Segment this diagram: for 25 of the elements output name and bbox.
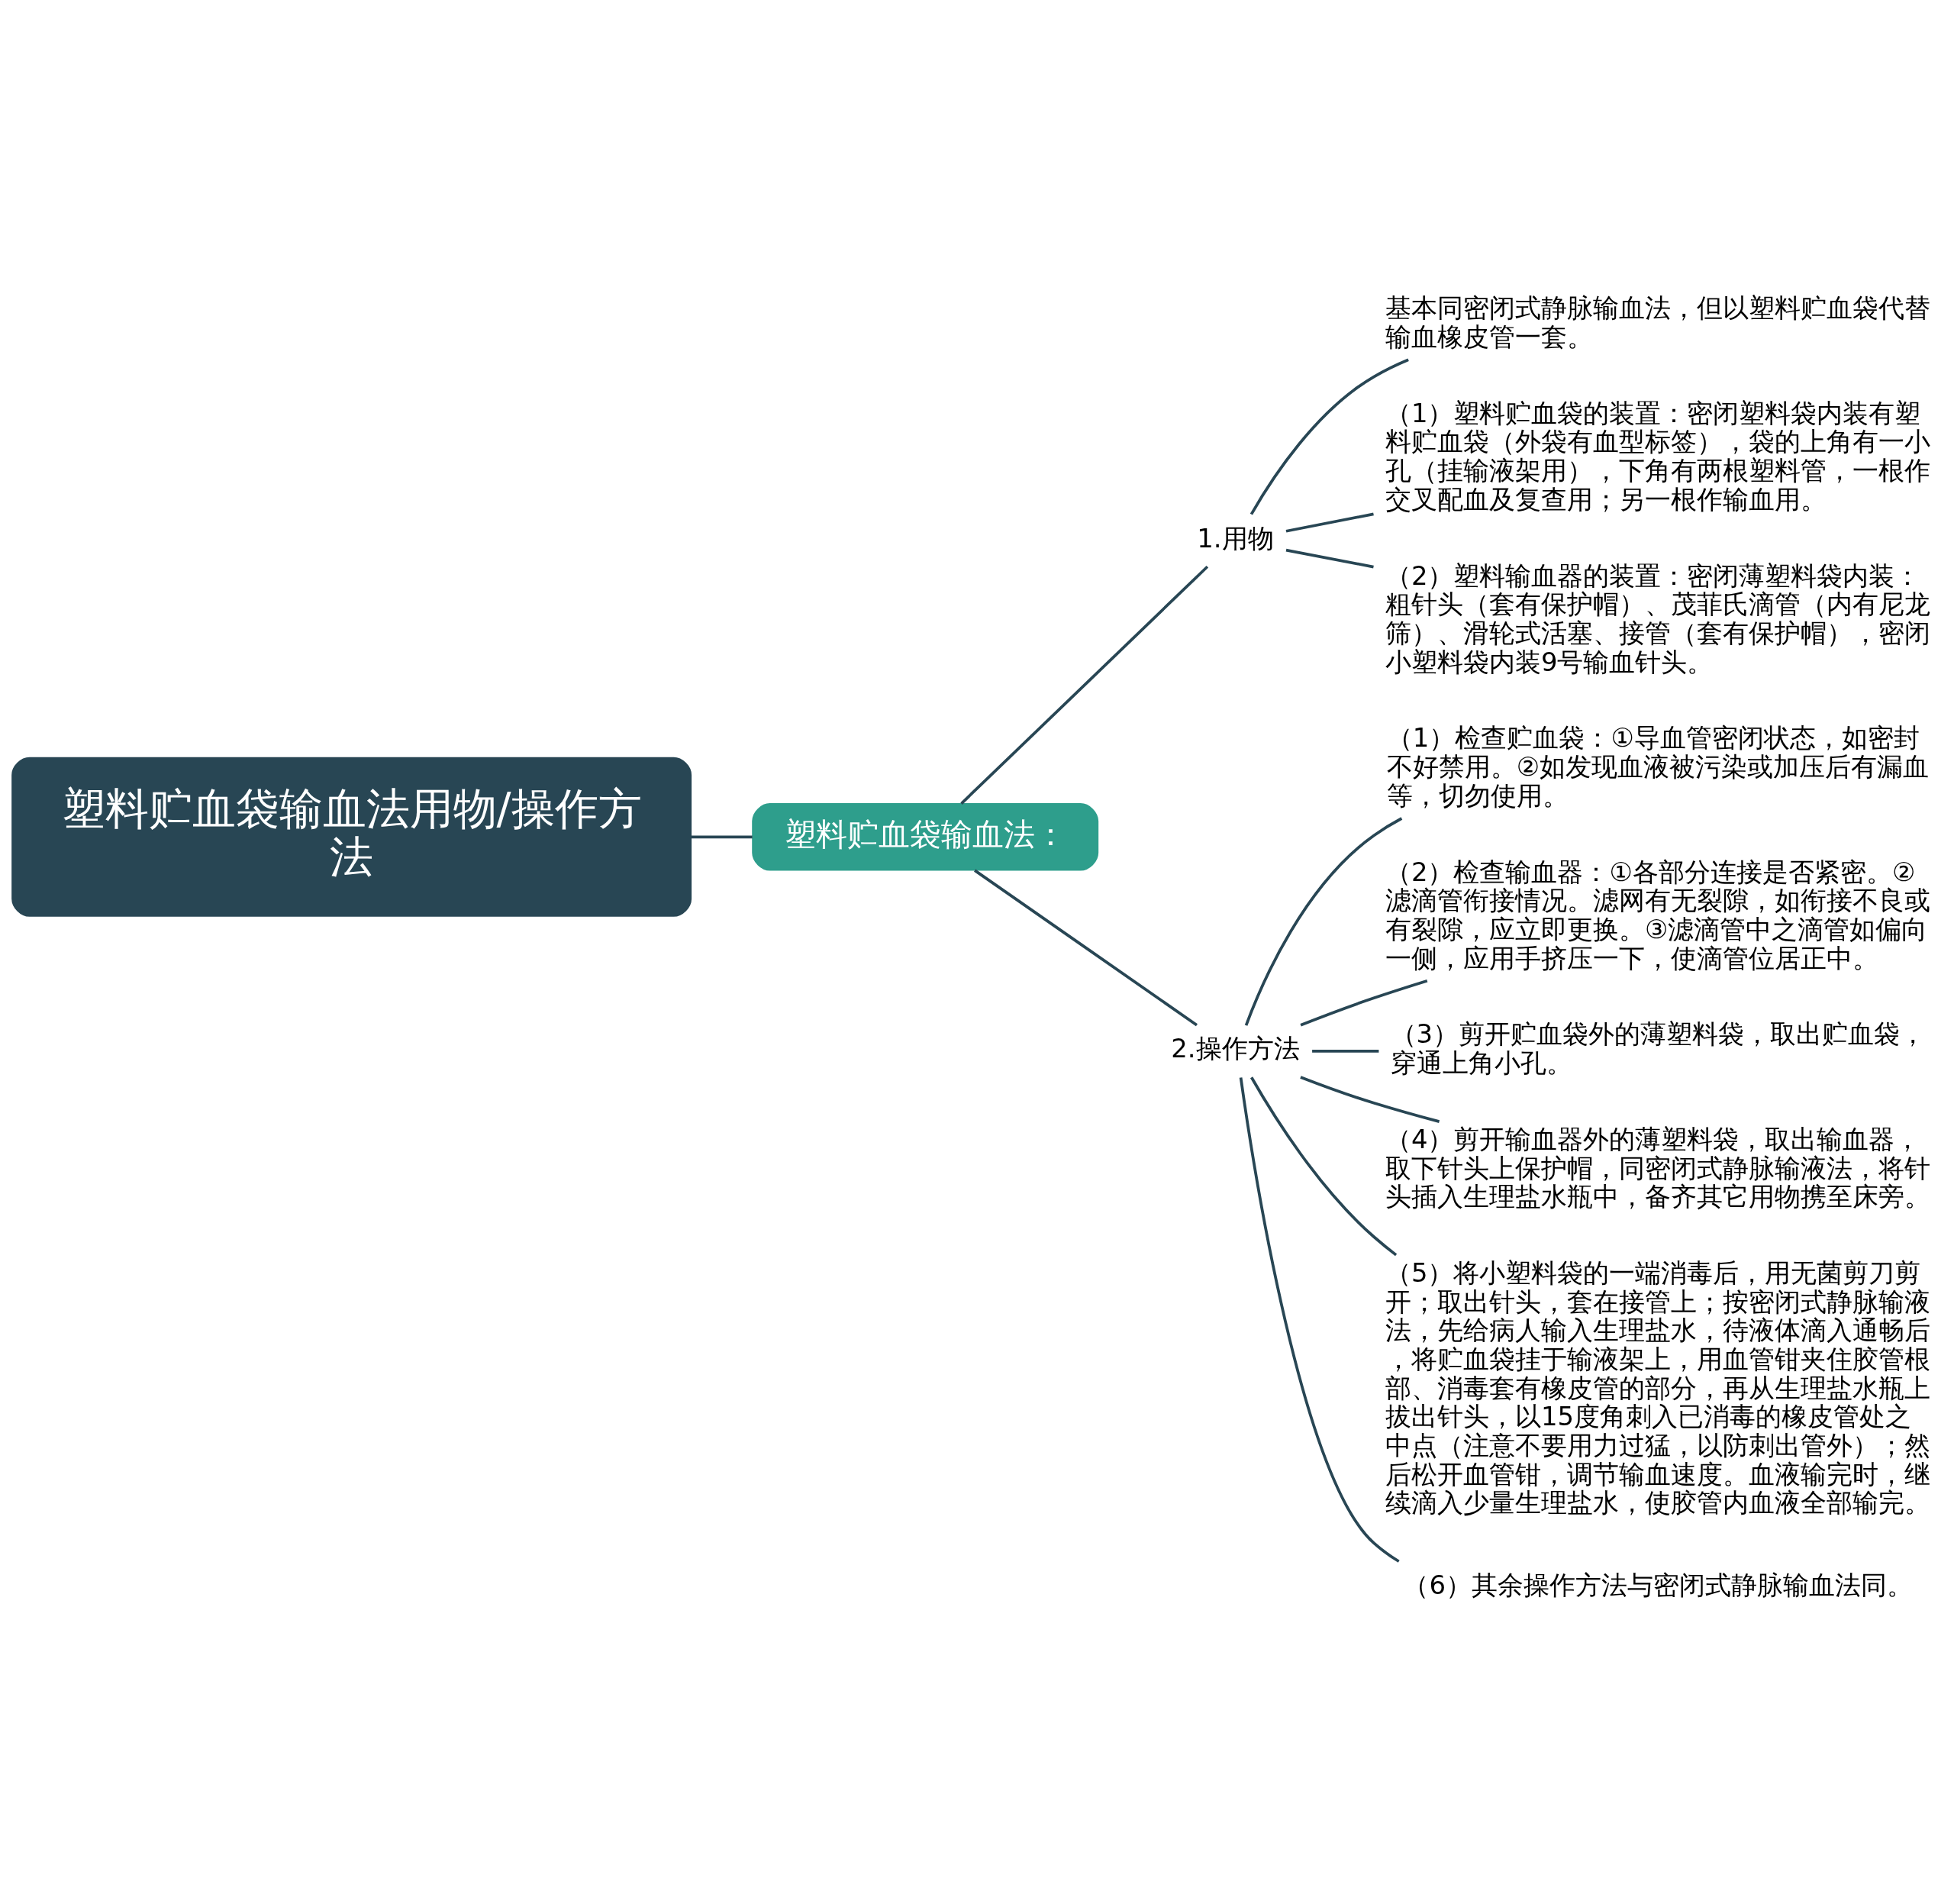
connector [1249, 358, 1409, 515]
node-box: 塑料贮血袋输血法： [752, 803, 1099, 871]
connector [974, 869, 1198, 1027]
connector [960, 565, 1209, 805]
connector [1312, 1050, 1379, 1053]
node-text: 2.操作方法 [1171, 1034, 1300, 1064]
connector [691, 835, 753, 839]
node-text: （5）将小塑料袋的一端消毒后，用无菌剪刀剪开；取出针头，套在接管上；按密闭式静脉输液法，先给病人输入生理盐水，待液体滴入通畅后，将贮血袋挂于输液架上，用血管钳夹住胶管根部、消毒套有橡皮管的部分，再从生理盐水瓶上拔出针头，以15度角刺入已消毒的橡皮管处之中点（注意不要用力过猛，以防刺出管外）；然后松开血管钳，调节输血速度。血液输完时，继续滴入少量生理盐水，使胶管内血液全部输完。 [1385, 1258, 1930, 1518]
node-text: （1）检查贮血袋：①导血管密闭状态，如密封不好禁用。②如发现血液被污染或加压后有漏血等，切勿使用。 [1386, 723, 1930, 811]
node-text: （1）塑料贮血袋的装置：密闭塑料袋内装有塑料贮血袋（外袋有血型标签），袋的上角有一小孔（挂输液架用），下角有两根塑料管，一根作交叉配血及复查用；另一根作输血用。 [1385, 398, 1930, 515]
node-text: （6）其余操作方法与密闭式静脉输血法同。 [1403, 1570, 1914, 1600]
connector [1300, 1076, 1440, 1123]
connector [1244, 817, 1403, 1026]
connector [1239, 1077, 1400, 1563]
node-text: 1.用物 [1197, 523, 1274, 553]
node-text: （3）剪开贮血袋外的薄塑料袋，取出贮血袋，穿通上角小孔。 [1390, 1019, 1927, 1079]
connector [1300, 979, 1428, 1027]
connector [1250, 1076, 1398, 1257]
connector [1285, 548, 1374, 569]
node-box: 塑料贮血袋输血法用物/操作方法 [11, 757, 692, 917]
connector [1285, 512, 1374, 533]
node-text: （2）检查输血器：①各部分连接是否紧密。②滤滴管衔接情况。滤网有无裂隙，如衔接不良或有裂隙，应立即更换。③滤滴管中之滴管如偏向一侧，应用手挤压一下，使滴管位居正中。 [1385, 857, 1930, 973]
node-text: （4）剪开输血器外的薄塑料袋，取出输血器，取下针头上保护帽，同密闭式静脉输液法，将针头插入生理盐水瓶中，备齐其它用物携至床旁。 [1385, 1124, 1930, 1212]
node-text: （2）塑料输血器的装置：密闭薄塑料袋内装：粗针头（套有保护帽）、茂菲氏滴管（内有尼龙筛）、滑轮式活塞、接管（套有保护帽），密闭小塑料袋内装9号输血针头。 [1385, 560, 1930, 677]
node-text: 基本同密闭式静脉输血法，但以塑料贮血袋代替输血橡皮管一套。 [1385, 293, 1930, 352]
